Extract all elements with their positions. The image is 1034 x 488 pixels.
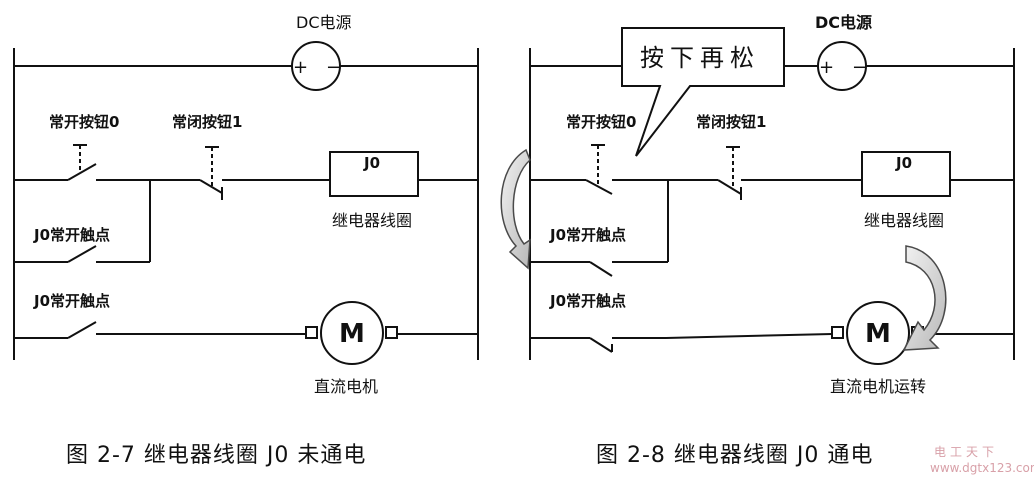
callout-box <box>621 27 785 157</box>
right-j0-contact-a-label: J0常开触点 <box>549 226 626 244</box>
right-caption: 图 2-8 继电器线圈 J0 通电 <box>596 443 873 468</box>
left-motor-symbol: M <box>339 319 365 349</box>
curved-arrow-motor-icon <box>902 245 947 351</box>
right-relay-box <box>861 151 951 197</box>
right-motor-circle <box>846 301 910 365</box>
left-nc-button-blade <box>199 179 223 194</box>
left-caption: 图 2-7 继电器线圈 J0 未通电 <box>66 443 366 468</box>
left-j0-contact-b-label: J0常开触点 <box>33 292 110 310</box>
right-nc-button-blade <box>717 179 742 195</box>
right-no-button-label: 常开按钮0 <box>566 113 636 131</box>
right-relay-box-label: J0 <box>895 154 912 172</box>
right-j0-contact-b-label: J0常开触点 <box>549 292 626 310</box>
right-dc-label: DC电源 <box>815 13 872 32</box>
right-no-button-blade <box>585 179 613 195</box>
left-dc-minus: − <box>326 57 341 78</box>
right-dc-source <box>817 41 867 91</box>
right-dc-plus: + <box>819 57 834 78</box>
right-motor-symbol: M <box>865 319 891 349</box>
right-dc-minus: − <box>852 57 867 78</box>
left-motor-label: 直流电机 <box>314 377 378 396</box>
left-dc-source <box>291 41 341 91</box>
left-nc-button-label: 常闭按钮1 <box>172 113 242 131</box>
curved-arrow-icon <box>500 148 531 270</box>
left-diagram <box>13 41 479 365</box>
right-nc-button-label: 常闭按钮1 <box>696 113 766 131</box>
callout-text: 按下再松 <box>640 44 760 72</box>
watermark-url: www.dgtx123.com <box>930 461 1034 475</box>
watermark-logo: 电工天下 <box>934 445 998 459</box>
left-no-button-label: 常开按钮0 <box>49 113 119 131</box>
right-relay-coil-label: 继电器线圈 <box>864 211 944 230</box>
left-motor-circle <box>320 301 384 365</box>
left-dc-label: DC电源 <box>296 13 352 32</box>
left-relay-box <box>329 151 419 197</box>
left-j0-contact-a-label: J0常开触点 <box>33 226 110 244</box>
left-relay-box-label: J0 <box>363 154 380 172</box>
left-relay-coil-label: 继电器线圈 <box>332 211 412 230</box>
right-motor-label: 直流电机运转 <box>830 377 926 396</box>
left-dc-plus: + <box>293 57 308 78</box>
left-no-button-blade <box>67 163 97 181</box>
